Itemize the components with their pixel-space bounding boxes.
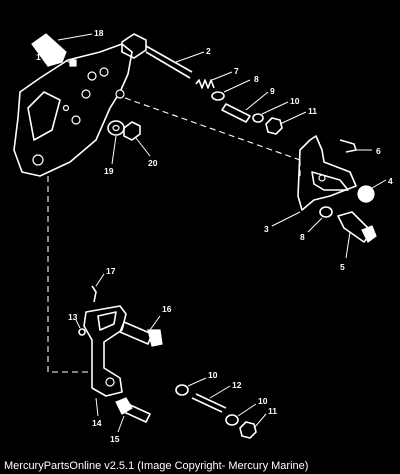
stud-part-12 (191, 393, 227, 413)
callout-18: 18 (94, 28, 104, 38)
callout-4: 4 (388, 176, 393, 186)
callout-10-mid: 10 (208, 370, 218, 380)
sleeve-part-9 (221, 103, 251, 123)
washer-part-8-upper (211, 91, 225, 101)
leader-2 (175, 51, 205, 63)
copyright-footer: MercuryPartsOnline v2.5.1 (Image Copyrig… (4, 460, 309, 472)
nut-part-20 (123, 121, 141, 141)
leader-12 (209, 385, 231, 399)
callout-20: 20 (148, 158, 158, 168)
bolt-part-5 (337, 211, 377, 243)
callout-3: 3 (264, 224, 269, 234)
callout-1: 1 (36, 52, 41, 62)
leader-16 (149, 315, 161, 331)
callout-19: 19 (104, 166, 114, 176)
callout-8-lower: 8 (300, 232, 305, 242)
callout-7: 7 (234, 66, 239, 76)
callout-14: 14 (92, 418, 102, 428)
bolt-part-15 (115, 397, 151, 423)
leader-14 (95, 397, 99, 417)
link-arm-part-14 (83, 305, 127, 397)
callout-2: 2 (206, 46, 211, 56)
leader-10a (261, 101, 289, 115)
leader-18 (57, 33, 93, 41)
leader-20 (135, 137, 151, 157)
callout-5: 5 (340, 262, 345, 272)
leader-5 (345, 231, 351, 259)
callout-10-upper: 10 (290, 96, 300, 106)
spring-part-7 (195, 79, 215, 89)
leader-11b (253, 413, 267, 429)
leader-9 (245, 91, 269, 111)
leader-8b (307, 217, 323, 233)
callout-10-lower: 10 (258, 396, 268, 406)
callout-13: 13 (68, 312, 78, 322)
cap-part-4 (357, 185, 375, 203)
cotter-pin-part-6 (339, 139, 357, 153)
bolt-part-2 (121, 33, 193, 79)
washer-part-10-upper (252, 113, 264, 123)
callout-12: 12 (232, 380, 242, 390)
leader-19 (111, 135, 117, 165)
nut-part-11-upper (265, 117, 283, 135)
throttle-arm-part-3 (297, 135, 357, 211)
leader-7 (211, 71, 233, 81)
leader-10b (187, 377, 207, 387)
leader-17 (95, 273, 105, 287)
callout-11-lower: 11 (268, 406, 277, 416)
leader-4 (371, 179, 387, 189)
assembly-dashed-line-vertical (47, 176, 88, 373)
callout-11-upper: 11 (308, 106, 317, 116)
exploded-parts-diagram: 1 2 3 4 5 6 7 8 8 9 10 10 10 11 11 12 13… (13, 28, 393, 444)
spacer-stud-part-18 (31, 33, 77, 67)
callout-6: 6 (376, 146, 381, 156)
leader-13 (75, 319, 81, 329)
callout-16: 16 (162, 304, 172, 314)
leader-10c (237, 403, 257, 417)
pin-part-17 (91, 285, 97, 303)
clip-part-13 (78, 328, 86, 336)
callout-8-upper: 8 (254, 74, 259, 84)
callout-15: 15 (110, 434, 120, 444)
leader-11a (279, 111, 307, 125)
nut-part-11-lower (239, 421, 257, 439)
bracket-part-1 (13, 43, 133, 177)
leader-15 (117, 415, 125, 433)
callout-17: 17 (106, 266, 116, 276)
callout-9: 9 (270, 86, 275, 96)
bolt-part-16 (119, 321, 163, 347)
washer-part-10-mid (175, 384, 189, 396)
leader-8a (223, 79, 251, 93)
washer-part-10-lower (225, 414, 239, 426)
washer-part-8-lower (319, 206, 333, 218)
leader-3 (271, 211, 301, 227)
